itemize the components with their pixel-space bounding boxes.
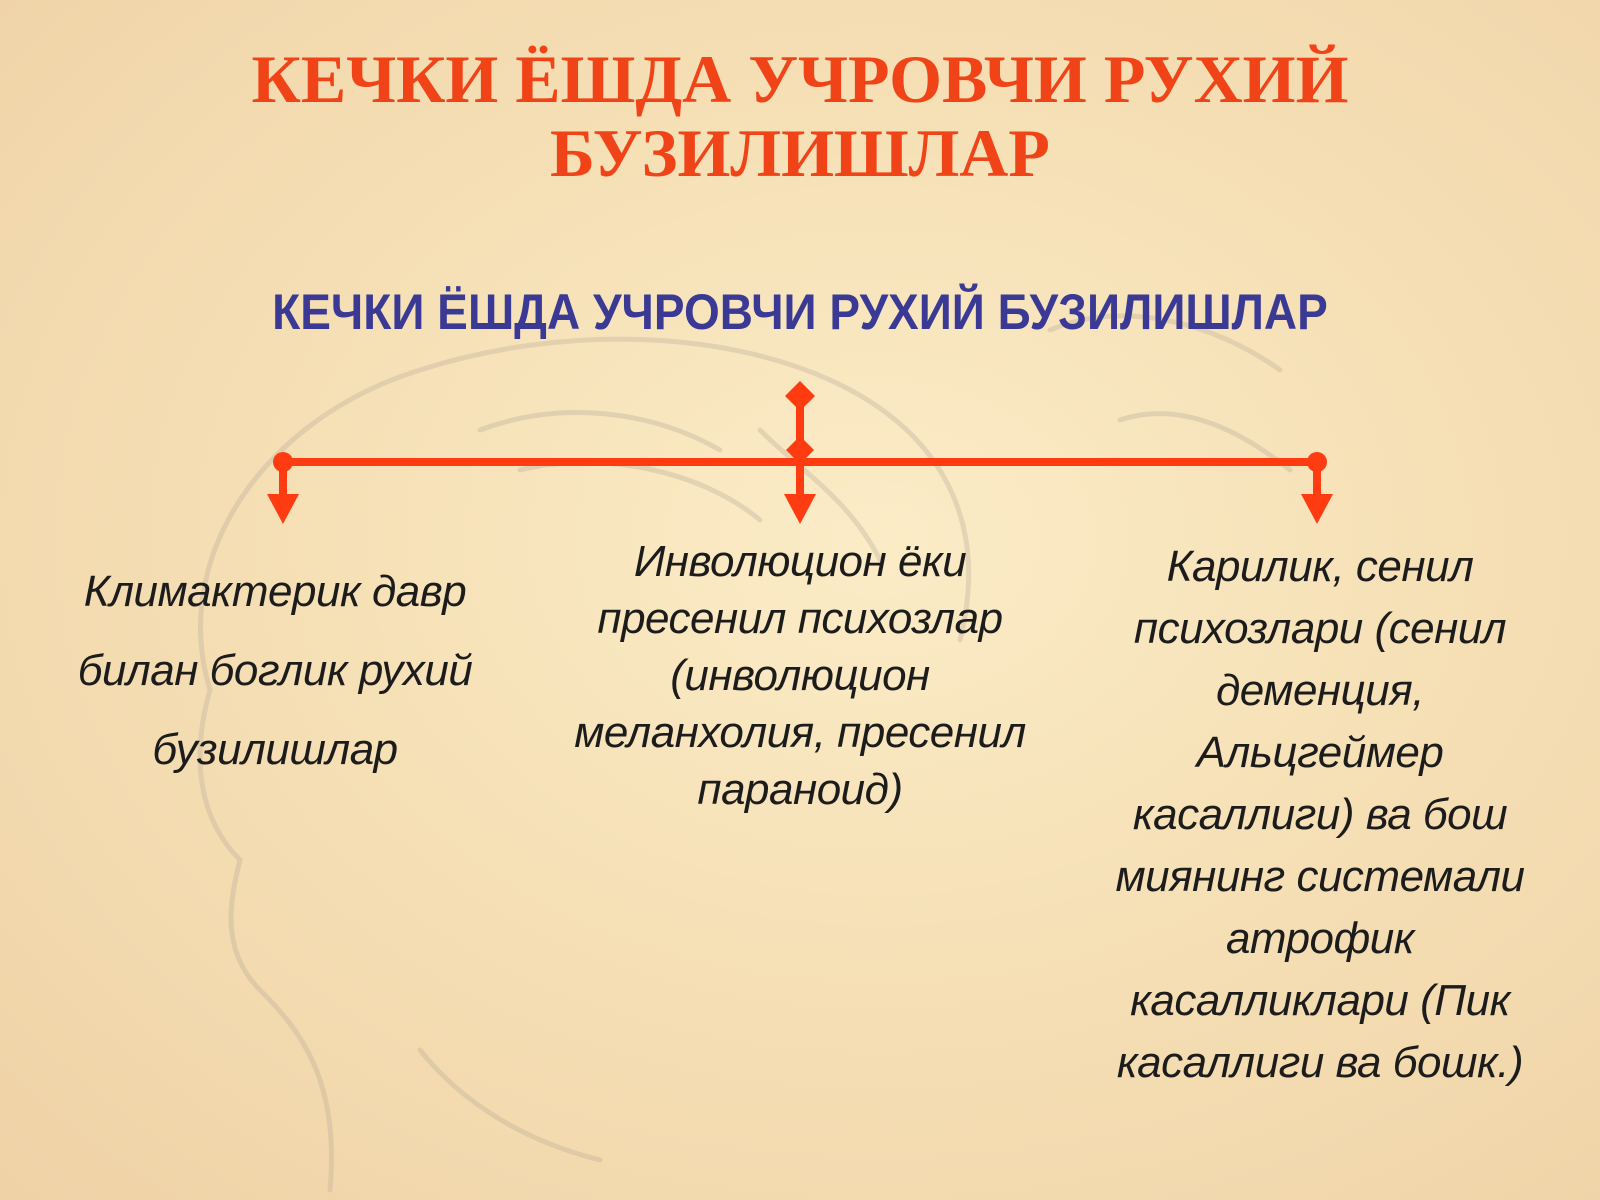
bar-end-left-dot xyxy=(273,452,293,472)
title-line: БУЗИЛИШЛАР xyxy=(550,115,1050,191)
bar-end-right-dot xyxy=(1307,452,1327,472)
branch-senile: Карилик, сенил психозлари (сенил деменци… xyxy=(1095,536,1545,1094)
branch-line: пресенил психозлар xyxy=(597,594,1003,643)
branch-line: миянинг системали xyxy=(1115,852,1525,901)
branch-line: бузилишлар xyxy=(152,725,398,774)
branch-line: касаллиги ва бошк.) xyxy=(1116,1038,1524,1087)
branch-line: атрофик xyxy=(1225,914,1415,963)
branch-line: меланхолия, пресенил xyxy=(574,708,1026,757)
arrowhead-center xyxy=(784,494,816,524)
branch-line: (инволюцион xyxy=(670,651,930,700)
branch-line: Инволюцион ёки xyxy=(633,537,967,586)
branch-line: билан боглик рухий xyxy=(77,646,473,695)
branch-involutional: Инволюцион ёки пресенил психозлар (инвол… xyxy=(560,533,1040,818)
branch-climacteric: Климактерик давр билан боглик рухий бузи… xyxy=(60,552,490,789)
arrowhead-right xyxy=(1301,494,1333,524)
branch-line: психозлари (сенил xyxy=(1133,604,1507,653)
branch-line: Альцгеймер xyxy=(1196,728,1444,777)
branch-line: Климактерик давр xyxy=(83,567,467,616)
root-diamond-marker xyxy=(785,381,815,411)
branch-line: касалликлари (Пик xyxy=(1130,976,1510,1025)
slide-title: КЕЧКИ ЁШДА УЧРОВЧИ РУХИЙ БУЗИЛИШЛАР xyxy=(0,42,1600,190)
title-line: КЕЧКИ ЁШДА УЧРОВЧИ РУХИЙ xyxy=(251,41,1349,117)
junction-diamond-marker xyxy=(786,436,814,464)
diagram-root-label: КЕЧКИ ЁШДА УЧРОВЧИ РУХИЙ БУЗИЛИШЛАР xyxy=(272,284,1328,340)
arrowhead-left xyxy=(267,494,299,524)
branch-line: касаллиги) ва бош xyxy=(1132,790,1508,839)
branch-line: деменция, xyxy=(1215,666,1425,715)
branch-line: параноид) xyxy=(697,765,903,814)
branch-line: Карилик, сенил xyxy=(1166,542,1474,591)
